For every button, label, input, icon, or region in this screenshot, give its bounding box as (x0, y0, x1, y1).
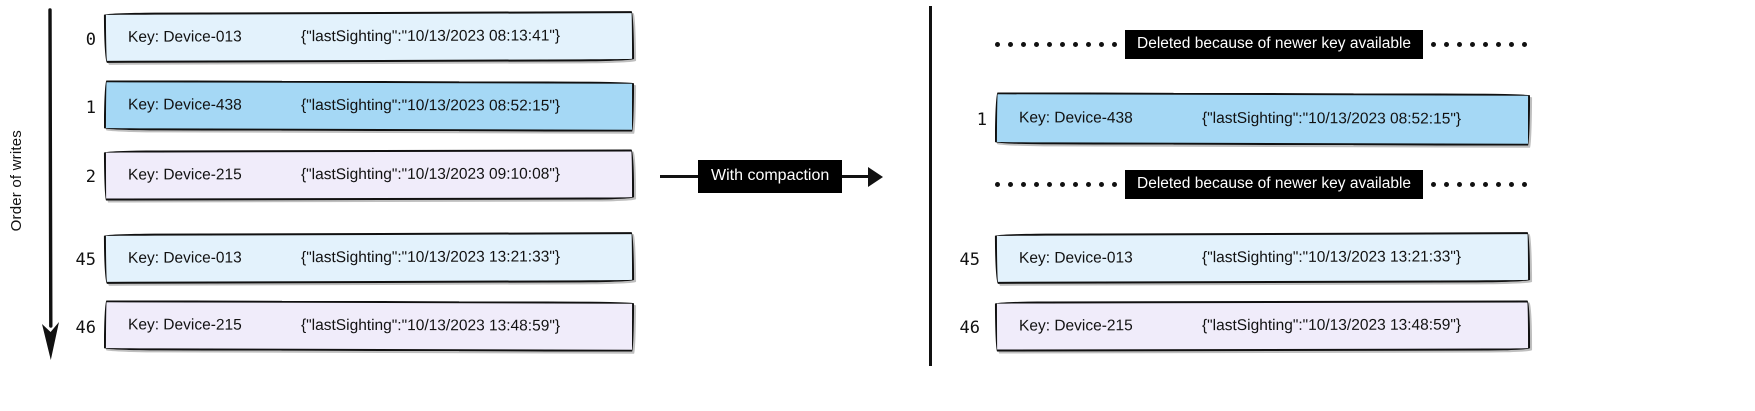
record-card[interactable]: Key: Device-215 {"lastSighting":"10/13/2… (103, 300, 635, 352)
panel-divider (929, 6, 932, 366)
deleted-banner: Deleted because of newer key available (995, 30, 1528, 59)
record-card[interactable]: Key: Device-013 {"lastSighting":"10/13/2… (994, 232, 1531, 284)
record-card[interactable]: Key: Device-013 {"lastSighting":"10/13/2… (103, 232, 635, 284)
row-index: 1 (85, 98, 96, 118)
row-index: 2 (85, 167, 96, 187)
record-key: Key: Device-013 (127, 28, 242, 46)
record-key: Key: Device-013 (1018, 249, 1133, 267)
record-key: Key: Device-215 (127, 166, 242, 184)
dotted-line-right (1431, 42, 1528, 47)
record-value: {"lastSighting":"10/13/2023 13:21:33"} (1201, 248, 1462, 267)
order-of-writes-label: Order of writes (8, 130, 25, 232)
record-value: {"lastSighting":"10/13/2023 08:52:15"} (1201, 109, 1462, 128)
row-index: 1 (976, 110, 987, 130)
row-index: 46 (959, 318, 980, 338)
record-card[interactable]: Key: Device-215 {"lastSighting":"10/13/2… (103, 149, 635, 201)
record-value: {"lastSighting":"10/13/2023 08:52:15"} (300, 96, 561, 115)
record-value: {"lastSighting":"10/13/2023 13:48:59"} (1201, 316, 1462, 335)
dotted-line-left (995, 42, 1117, 47)
record-key: Key: Device-438 (1018, 109, 1133, 127)
right-arrow-icon (868, 166, 884, 187)
row-index: 45 (959, 250, 980, 270)
record-card[interactable]: Key: Device-013 {"lastSighting":"10/13/2… (103, 11, 635, 63)
down-arrow-icon (42, 8, 59, 360)
record-card[interactable]: Key: Device-438 {"lastSighting":"10/13/2… (103, 80, 635, 132)
record-key: Key: Device-215 (127, 316, 242, 334)
with-compaction-arrow: With compaction (660, 160, 884, 193)
record-card[interactable]: Key: Device-438 {"lastSighting":"10/13/2… (994, 92, 1531, 146)
record-value: {"lastSighting":"10/13/2023 13:48:59"} (300, 316, 561, 335)
arrow-line-right (842, 175, 869, 178)
record-key: Key: Device-013 (127, 249, 242, 267)
record-key: Key: Device-438 (127, 96, 242, 114)
row-index: 45 (75, 250, 96, 270)
arrow-line-left (660, 175, 698, 178)
record-value: {"lastSighting":"10/13/2023 09:10:08"} (300, 165, 561, 184)
record-card[interactable]: Key: Device-215 {"lastSighting":"10/13/2… (994, 300, 1531, 352)
deleted-banner-label: Deleted because of newer key available (1125, 30, 1424, 59)
deleted-banner-label: Deleted because of newer key available (1125, 170, 1424, 199)
record-value: {"lastSighting":"10/13/2023 08:13:41"} (300, 27, 561, 46)
deleted-banner: Deleted because of newer key available (995, 170, 1528, 199)
dotted-line-right (1431, 182, 1528, 187)
dotted-line-left (995, 182, 1117, 187)
row-index: 46 (75, 318, 96, 338)
record-value: {"lastSighting":"10/13/2023 13:21:33"} (300, 248, 561, 267)
record-key: Key: Device-215 (1018, 317, 1133, 335)
row-index: 0 (85, 30, 96, 50)
with-compaction-label: With compaction (698, 160, 843, 193)
